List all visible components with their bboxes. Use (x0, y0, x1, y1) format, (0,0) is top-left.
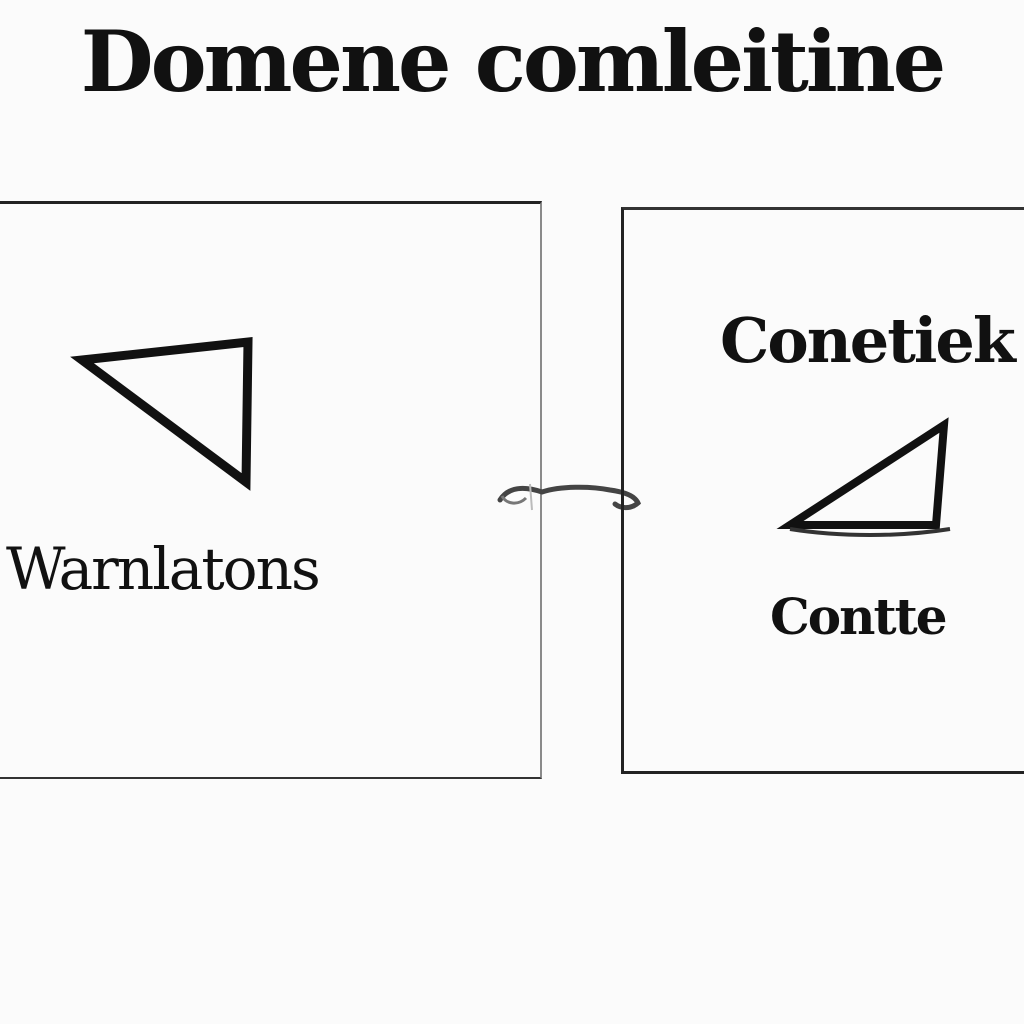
triangle-outline-icon (776, 417, 951, 537)
left-panel: Warnlatons (0, 201, 542, 779)
right-panel: Conetiek Contte (621, 207, 1024, 774)
triangle-outline-icon (70, 336, 253, 491)
right-panel-label: Contte (770, 587, 947, 646)
right-panel-heading: Conetiek (720, 304, 1016, 377)
link-connector-icon (497, 483, 642, 511)
diagram-title: Domene comleitine (80, 12, 947, 111)
left-panel-label: Warnlatons (6, 535, 321, 603)
